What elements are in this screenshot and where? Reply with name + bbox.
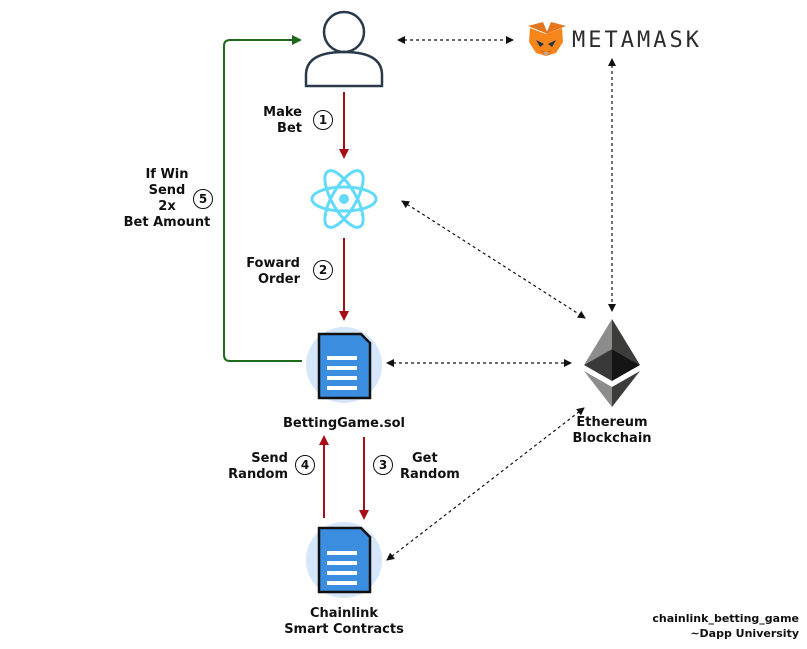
- step-4-line1: Send: [251, 451, 288, 466]
- betting-contract-document-icon: [306, 327, 382, 403]
- ethereum-label: Ethereum Blockchain: [552, 415, 672, 447]
- step-2-line1: Foward: [246, 256, 300, 271]
- ethereum-icon: [584, 319, 640, 407]
- link-frontend-ethereum: [401, 200, 586, 319]
- step-1-line1: Make: [263, 105, 302, 120]
- credit-line1: chainlink_betting_game: [652, 612, 799, 625]
- step-1-line2: Bet: [277, 121, 302, 136]
- chainlink-label-line2: Smart Contracts: [284, 622, 404, 637]
- step-2-line2: Order: [258, 272, 300, 287]
- chainlink-label-line1: Chainlink: [309, 606, 379, 621]
- step-4-line2: Random: [228, 467, 288, 482]
- step-5-label: If Win Send 2x Bet Amount: [118, 167, 216, 231]
- step-2-badge: 2: [313, 260, 333, 280]
- ethereum-label-line1: Ethereum: [576, 415, 648, 430]
- chainlink-document-icon: [306, 522, 382, 598]
- ethereum-label-line2: Blockchain: [572, 431, 652, 446]
- step-4-label: Send Random: [222, 451, 288, 483]
- react-icon: [310, 169, 378, 229]
- step-3-badge: 3: [373, 455, 393, 475]
- step-5-line2: Send: [148, 183, 186, 198]
- step-3-line2: Random: [400, 467, 460, 482]
- step-5-line3: 2x: [158, 199, 176, 214]
- step-3-label: Get Random: [400, 451, 470, 483]
- credit: chainlink_betting_game ~Dapp University: [600, 611, 799, 641]
- step-2-label: Foward Order: [238, 256, 300, 288]
- step-5-badge: 5: [193, 189, 213, 209]
- step-5-line4: Bet Amount: [123, 215, 211, 230]
- step-1-badge: 1: [313, 110, 333, 130]
- credit-line2: ~Dapp University: [690, 627, 799, 640]
- arrow-payout: [223, 35, 302, 362]
- user-icon: [304, 10, 384, 88]
- metamask-label: METAMASK: [572, 28, 702, 53]
- betting-contract-label: BettingGame.sol: [282, 416, 406, 431]
- step-5-line1: If Win: [145, 167, 189, 182]
- step-1-label: Make Bet: [240, 105, 302, 137]
- metamask-fox-icon: [528, 22, 566, 56]
- step-4-badge: 4: [295, 455, 315, 475]
- step-3-line1: Get: [412, 451, 438, 466]
- chainlink-label: Chainlink Smart Contracts: [264, 606, 424, 638]
